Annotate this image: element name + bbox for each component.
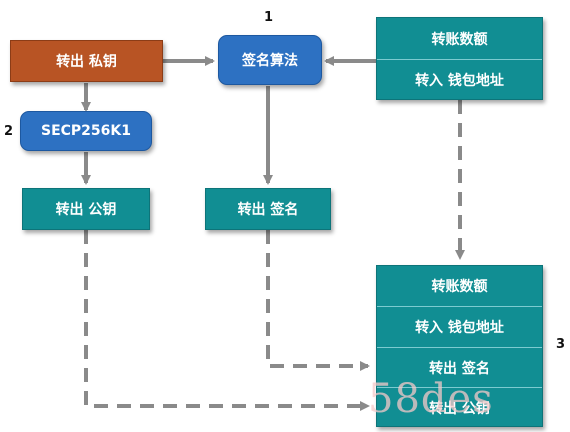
step-number-2: 2 [4,124,14,139]
step-number-3: 3 [556,337,566,352]
tx-address-cell: 转入 钱包地址 [377,306,542,347]
tx-amount-cell: 转账数额 [377,266,542,306]
step-number-1: 1 [264,10,274,25]
dashed-pubkey-to-transaction [84,230,370,411]
tx-address-label: 转入 钱包地址 [415,320,504,336]
secp256k1-label: SECP256K1 [41,123,131,139]
tx-pubkey-cell: 转出 公钥 [377,387,542,427]
dashed-signature-to-transaction [266,230,370,371]
input-address-cell: 转入 钱包地址 [377,59,542,100]
private-key-node: 转出 私钥 [10,40,163,82]
private-key-label: 转出 私钥 [56,54,117,70]
tx-pubkey-label: 转出 公钥 [429,400,490,417]
transaction-box: 转账数额 转入 钱包地址 转出 签名 转出 公钥 [376,265,543,427]
tx-amount-label: 转账数额 [431,279,488,295]
tx-signature-cell: 转出 签名 [377,347,542,387]
signature-algorithm-node: 签名算法 [218,35,322,85]
signature-node: 转出 签名 [205,188,331,230]
input-amount-label: 转账数额 [431,31,488,48]
input-data-box: 转账数额 转入 钱包地址 [376,17,543,100]
watermark: 58des [368,376,494,422]
signature-algorithm-label: 签名算法 [242,53,298,69]
signature-label: 转出 签名 [237,202,299,218]
tx-signature-label: 转出 签名 [429,360,490,377]
input-address-label: 转入 钱包地址 [415,73,504,89]
secp256k1-node: SECP256K1 [20,111,152,151]
public-key-label: 转出 公钥 [55,202,117,218]
input-amount-cell: 转账数额 [377,18,542,59]
public-key-node: 转出 公钥 [22,188,150,230]
